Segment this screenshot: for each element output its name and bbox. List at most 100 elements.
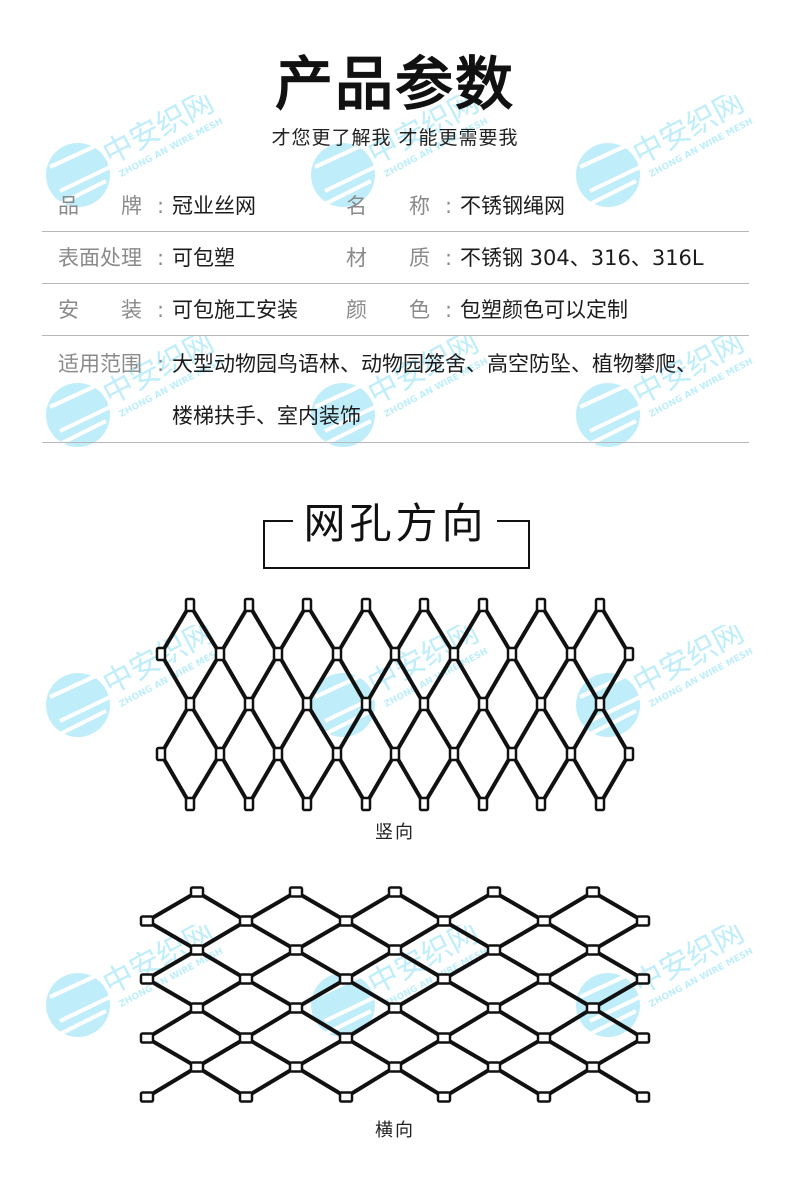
- color-label: 颜 色: [346, 298, 430, 322]
- mesh-node: [301, 696, 313, 712]
- mesh-node: [360, 597, 372, 613]
- mesh-node: [155, 646, 167, 662]
- mesh-node: [214, 646, 226, 662]
- page-title: 产品参数: [274, 50, 515, 118]
- mesh-node: [243, 696, 255, 712]
- mesh-node: [418, 597, 430, 613]
- mesh-node: [585, 1002, 601, 1014]
- mesh-node: [189, 944, 205, 956]
- mesh-node: [506, 646, 518, 662]
- mesh-node: [301, 597, 313, 613]
- parameter-table: 品 牌 : 冠业丝网 名 称 : 不锈钢绳网 表面处理 : 可包塑 材 质 : …: [42, 180, 749, 443]
- mesh-node: [585, 1061, 601, 1073]
- color-value: 包塑颜色可以定制: [460, 298, 628, 322]
- mesh-node: [486, 886, 502, 898]
- param-row-brand: 品 牌 : 冠业丝网 名 称 : 不锈钢绳网: [42, 180, 749, 232]
- param-row-install: 安 装 : 可包施工安装 颜 色 : 包塑颜色可以定制: [42, 284, 749, 336]
- mesh-node: [623, 646, 635, 662]
- mesh-node: [387, 1002, 403, 1014]
- mesh-node: [272, 746, 284, 762]
- separator: :: [157, 194, 165, 218]
- mesh-node: [594, 597, 606, 613]
- mesh-node: [238, 973, 254, 985]
- install-value: 可包施工安装: [172, 298, 298, 322]
- mesh-node: [238, 1032, 254, 1044]
- mesh-node: [360, 796, 372, 812]
- name-value: 不锈钢绳网: [460, 194, 565, 218]
- mesh-node: [535, 796, 547, 812]
- surface-label: 表面处理: [58, 246, 142, 270]
- mesh-node: [486, 1061, 502, 1073]
- mesh-node: [594, 796, 606, 812]
- frame-top-left-line: [263, 520, 293, 522]
- mesh-node: [623, 746, 635, 762]
- mesh-node: [477, 696, 489, 712]
- mesh-node: [139, 1091, 155, 1103]
- mesh-node: [486, 944, 502, 956]
- mesh-node: [288, 886, 304, 898]
- mesh-node: [594, 696, 606, 712]
- separator: :: [445, 246, 453, 270]
- mesh-node: [139, 1032, 155, 1044]
- mesh-node: [338, 1091, 354, 1103]
- usage-label: 适用范围: [58, 352, 142, 376]
- mesh-node: [535, 597, 547, 613]
- mesh-node: [635, 973, 651, 985]
- mesh-node: [139, 973, 155, 985]
- usage-value-line1: 大型动物园鸟语林、动物园笼舍、高空防坠、植物攀爬、: [172, 352, 697, 376]
- mesh-node: [338, 1032, 354, 1044]
- mesh-node: [139, 915, 155, 927]
- install-label: 安 装: [58, 298, 142, 322]
- material-label: 材 质: [346, 246, 430, 270]
- mesh-node: [238, 1091, 254, 1103]
- mesh-node: [387, 886, 403, 898]
- mesh-node: [448, 746, 460, 762]
- vertical-caption: 竖向: [375, 822, 415, 843]
- mesh-node: [536, 973, 552, 985]
- mesh-node: [506, 746, 518, 762]
- section-title-frame: [263, 520, 530, 569]
- separator: :: [445, 298, 453, 322]
- brand-value: 冠业丝网: [172, 194, 256, 218]
- mesh-node: [338, 915, 354, 927]
- mesh-node: [389, 646, 401, 662]
- mesh-node: [387, 944, 403, 956]
- horizontal-caption: 横向: [375, 1120, 415, 1141]
- mesh-node: [585, 886, 601, 898]
- mesh-node: [436, 973, 452, 985]
- separator: :: [157, 298, 165, 322]
- separator: :: [157, 352, 165, 376]
- mesh-node: [418, 696, 430, 712]
- mesh-node: [535, 696, 547, 712]
- mesh-node: [448, 646, 460, 662]
- mesh-node: [635, 1032, 651, 1044]
- mesh-node: [214, 746, 226, 762]
- mesh-node: [331, 646, 343, 662]
- mesh-node: [189, 1002, 205, 1014]
- param-row-usage: 适用范围 : 大型动物园鸟语林、动物园笼舍、高空防坠、植物攀爬、 楼梯扶手、室内…: [42, 336, 749, 443]
- mesh-node: [486, 1002, 502, 1014]
- mesh-node: [477, 597, 489, 613]
- material-value: 不锈钢 304、316、316L: [460, 246, 704, 270]
- mesh-node: [288, 1061, 304, 1073]
- mesh-node: [288, 944, 304, 956]
- mesh-node: [585, 944, 601, 956]
- mesh-node: [288, 1002, 304, 1014]
- surface-value: 可包塑: [172, 246, 235, 270]
- mesh-node: [301, 796, 313, 812]
- param-row-surface: 表面处理 : 可包塑 材 质 : 不锈钢 304、316、316L: [42, 232, 749, 284]
- mesh-node: [436, 1091, 452, 1103]
- mesh-node: [238, 915, 254, 927]
- mesh-node: [243, 597, 255, 613]
- separator: :: [157, 246, 165, 270]
- mesh-node: [272, 646, 284, 662]
- mesh-node: [184, 796, 196, 812]
- mesh-node: [565, 746, 577, 762]
- mesh-node: [184, 597, 196, 613]
- mesh-node: [536, 915, 552, 927]
- separator: :: [445, 194, 453, 218]
- frame-top-right-line: [497, 520, 528, 522]
- mesh-node: [155, 746, 167, 762]
